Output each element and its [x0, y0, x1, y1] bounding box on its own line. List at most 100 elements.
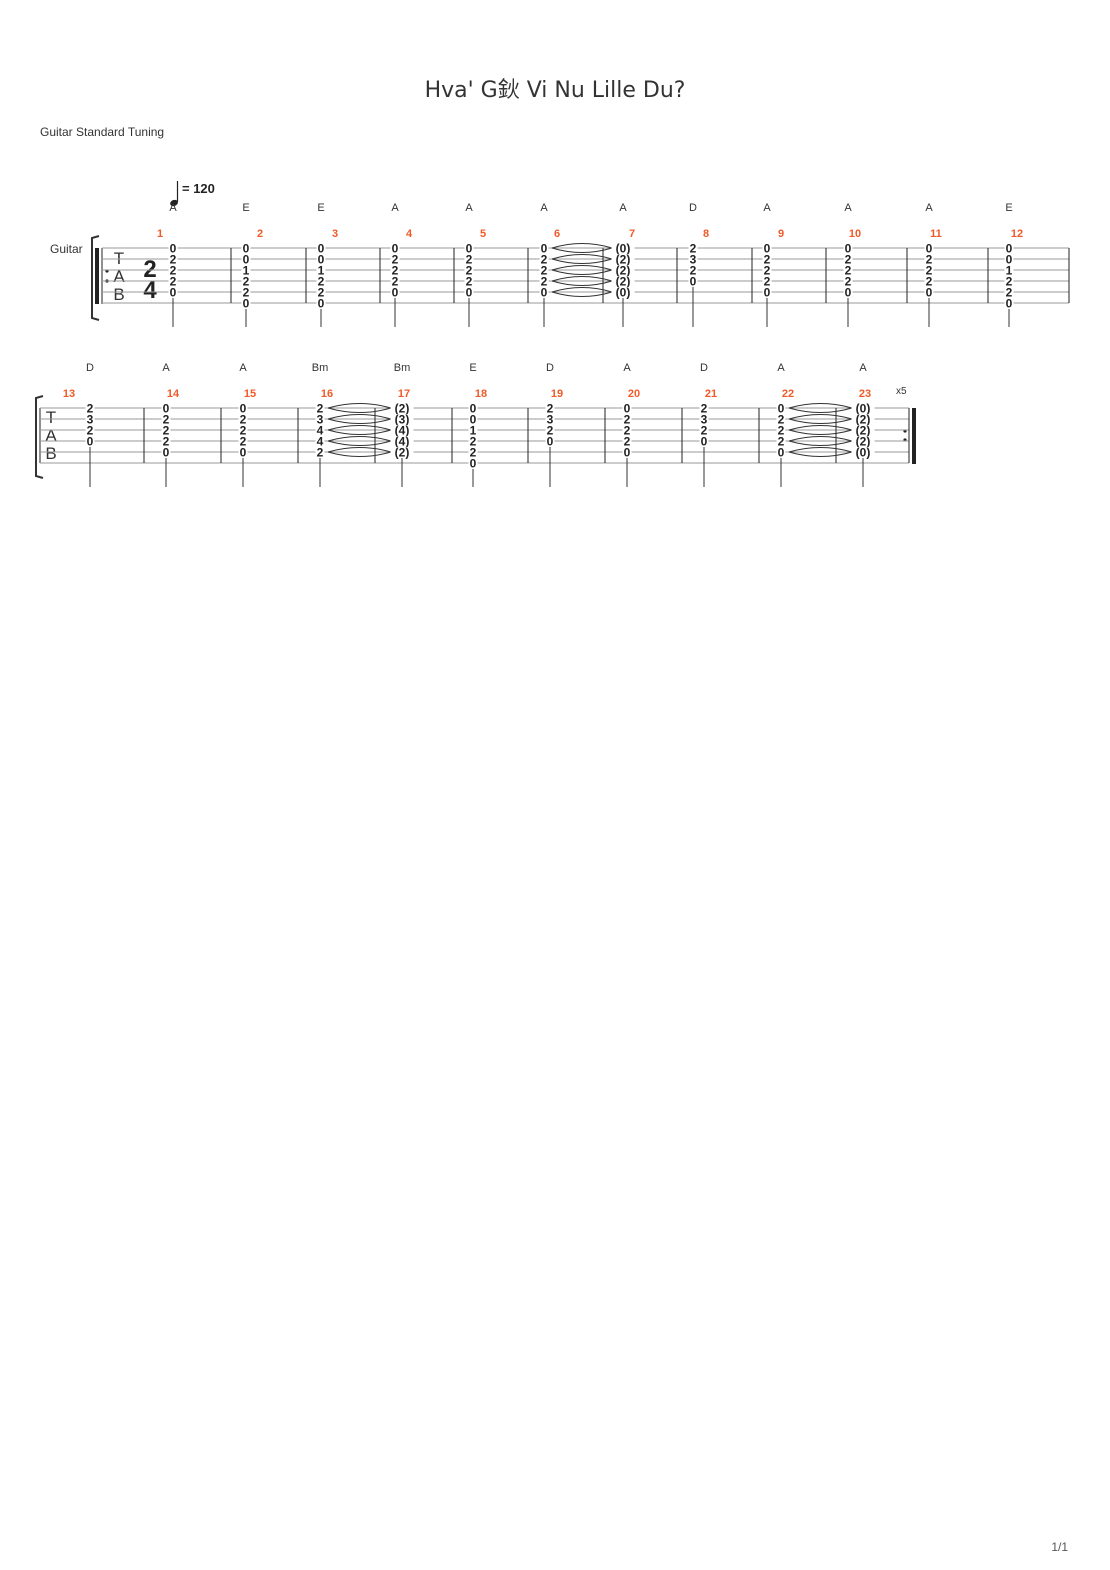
measure-number: 14: [167, 388, 180, 400]
fret-number: 2: [541, 264, 548, 278]
fret-background: [241, 254, 251, 264]
chord-name: A: [859, 362, 867, 374]
fret-number: 0: [318, 253, 325, 267]
chord-name: D: [689, 202, 697, 214]
measure-number: 9: [778, 228, 784, 240]
fret-background: [238, 436, 248, 446]
fret-number: 0: [845, 242, 852, 256]
fret-number: 2: [240, 435, 247, 449]
fret-background: [843, 254, 853, 264]
tie-arc: [327, 440, 392, 446]
tie-arc: [551, 247, 613, 253]
fret-number: 2: [243, 275, 250, 289]
fret-number: 2: [845, 253, 852, 267]
fret-background: [688, 276, 698, 286]
fret-number: 2: [778, 424, 785, 438]
fret-background: [390, 403, 414, 413]
staff-bracket: [91, 235, 100, 321]
fret-number: 2: [926, 253, 933, 267]
fret-background: [464, 243, 474, 253]
fret-number: 2: [87, 402, 94, 416]
fret-background: [468, 425, 478, 435]
measure-number: 21: [705, 388, 717, 400]
measure-number: 15: [244, 388, 256, 400]
fret-number: 0: [243, 242, 250, 256]
fret-number: 2: [170, 264, 177, 278]
tie-arc: [551, 254, 613, 260]
measure-number: 5: [480, 228, 486, 240]
fret-background: [316, 298, 326, 308]
fret-number: 1: [243, 264, 250, 278]
fret-background: [924, 265, 934, 275]
fret-background: [468, 458, 478, 468]
fret-background: [241, 287, 251, 297]
tie-arc: [788, 418, 853, 424]
fret-number: 2: [163, 435, 170, 449]
fret-background: [315, 447, 325, 457]
fret-background: [468, 414, 478, 424]
fret-background: [924, 276, 934, 286]
repeat-count: x5: [896, 386, 907, 397]
fret-background: [699, 403, 709, 413]
chord-name: A: [391, 202, 399, 214]
tie-arc: [788, 447, 853, 453]
fret-number: 2: [318, 275, 325, 289]
fret-background: [843, 287, 853, 297]
fret-background: [699, 414, 709, 424]
fret-background: [168, 243, 178, 253]
repeat-end-thick-bar: [912, 408, 916, 464]
fret-number: 0: [764, 242, 771, 256]
fret-background: [168, 265, 178, 275]
fret-background: [161, 447, 171, 457]
fret-number: 2: [466, 264, 473, 278]
fret-number: 0: [926, 286, 933, 300]
fret-background: [545, 425, 555, 435]
fret-background: [315, 414, 325, 424]
fret-background: [622, 414, 632, 424]
fret-background: [238, 414, 248, 424]
fret-background: [539, 265, 549, 275]
fret-background: [241, 243, 251, 253]
fret-background: [468, 436, 478, 446]
fret-number: 2: [701, 402, 708, 416]
fret-background: [611, 243, 635, 253]
fret-number: (2): [856, 424, 871, 438]
score-title: Hva' G鈥 Vi Nu Lille Du?: [424, 78, 686, 103]
measure-number: 10: [849, 228, 861, 240]
time-signature-bottom: 4: [143, 277, 157, 304]
fret-background: [539, 276, 549, 286]
fret-number: 2: [547, 402, 554, 416]
repeat-start-thick-bar: [95, 248, 99, 304]
fret-number: 2: [547, 424, 554, 438]
fret-background: [468, 403, 478, 413]
tie-arc: [327, 414, 392, 420]
fret-background: [924, 287, 934, 297]
tie-arc: [788, 425, 853, 431]
fret-number: 4: [317, 424, 324, 438]
measure-number: 22: [782, 388, 794, 400]
fret-number: 1: [1006, 264, 1013, 278]
fret-number: 0: [470, 457, 477, 471]
fret-number: 2: [624, 413, 631, 427]
fret-background: [851, 414, 875, 424]
chord-name: D: [700, 362, 708, 374]
tie-arc: [788, 451, 853, 457]
fret-background: [776, 447, 786, 457]
fret-number: 2: [690, 264, 697, 278]
fret-background: [161, 436, 171, 446]
chord-name: E: [469, 362, 476, 374]
measure-number: 23: [859, 388, 871, 400]
fret-background: [611, 265, 635, 275]
fret-background: [241, 276, 251, 286]
fret-background: [622, 436, 632, 446]
tempo-marking: = 120: [182, 181, 215, 196]
fret-background: [699, 436, 709, 446]
fret-number: 2: [778, 413, 785, 427]
fret-background: [762, 243, 772, 253]
system-2-header: T A B x5: [35, 386, 916, 479]
fret-number: 2: [845, 264, 852, 278]
fret-background: [762, 254, 772, 264]
chord-name: A: [623, 362, 631, 374]
fret-background: [1004, 287, 1014, 297]
fret-background: [688, 254, 698, 264]
